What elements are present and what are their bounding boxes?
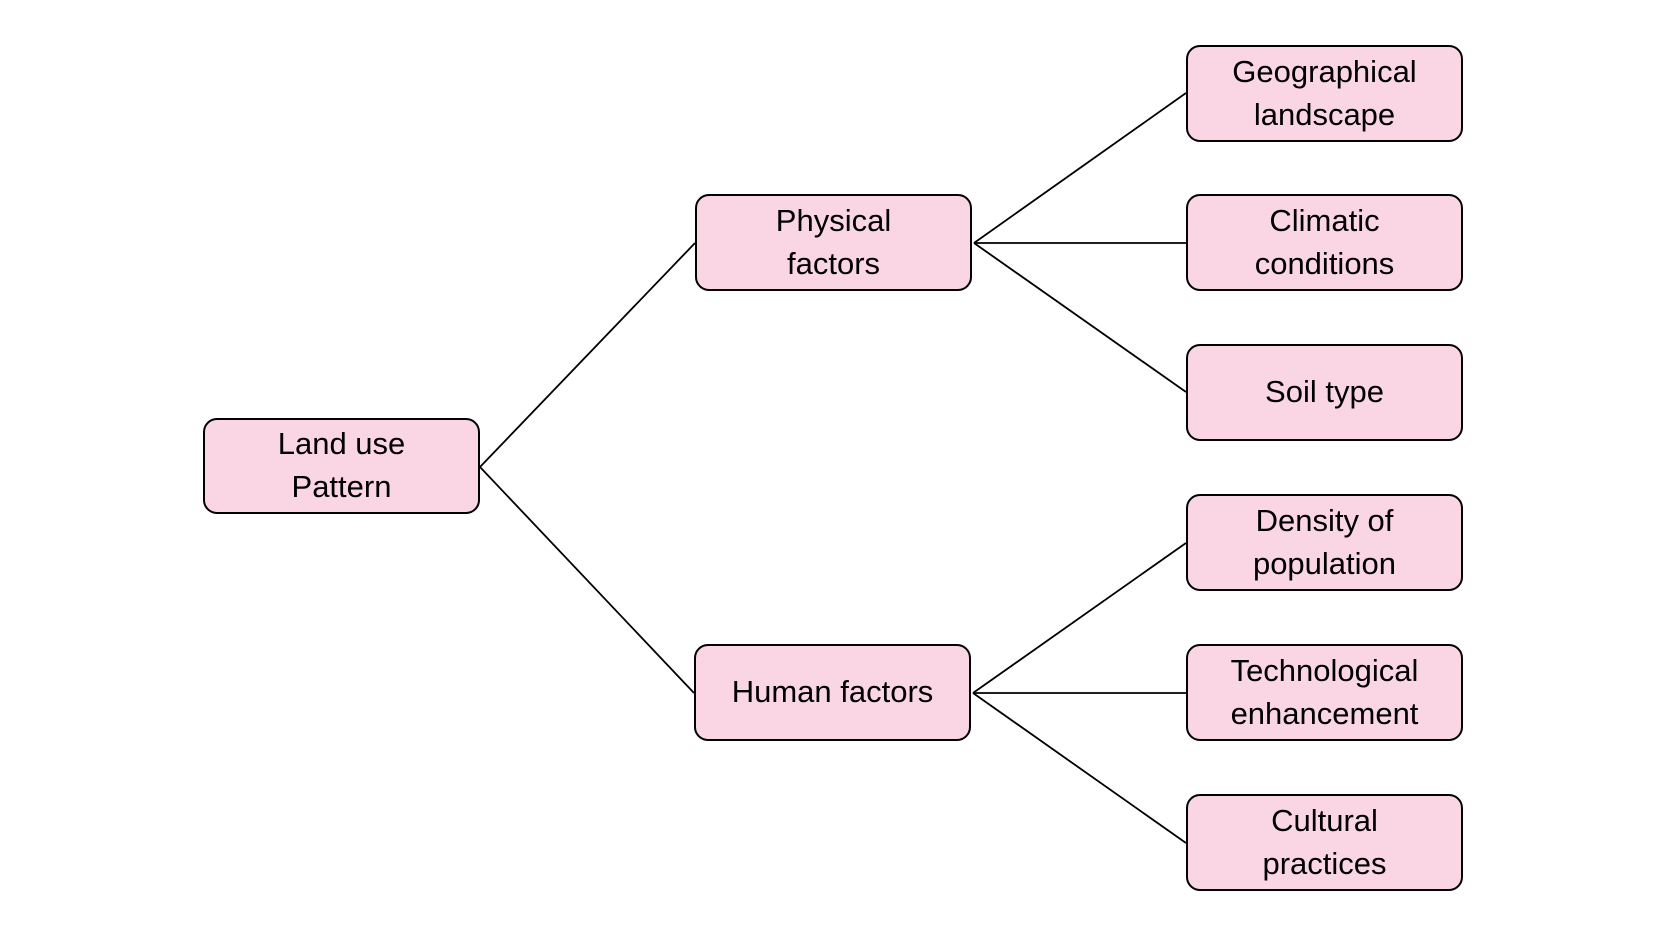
node-physical-factors: Physical factors bbox=[695, 194, 972, 291]
node-soil-type: Soil type bbox=[1186, 344, 1463, 441]
node-climatic-conditions: Climatic conditions bbox=[1186, 194, 1463, 291]
connector-root-human bbox=[479, 466, 695, 694]
node-label: Climatic conditions bbox=[1254, 202, 1395, 281]
connector-root-physical bbox=[479, 242, 696, 468]
node-geographical-landscape: Geographical landscape bbox=[1186, 45, 1463, 142]
connector-human-density bbox=[972, 542, 1187, 694]
node-label: Cultural practices bbox=[1262, 802, 1387, 881]
node-label: Density of population bbox=[1252, 502, 1397, 581]
connector-physical-soil bbox=[973, 242, 1187, 393]
node-label: Physical factors bbox=[775, 202, 892, 281]
node-density-of-population: Density of population bbox=[1186, 494, 1463, 591]
connector-human-cultural bbox=[972, 692, 1187, 844]
node-label: Technological enhancement bbox=[1230, 652, 1419, 731]
node-label: Geographical landscape bbox=[1232, 53, 1417, 132]
node-human-factors: Human factors bbox=[694, 644, 971, 741]
node-technological-enhancement: Technological enhancement bbox=[1186, 644, 1463, 741]
connector-physical-geographical bbox=[973, 92, 1187, 244]
node-cultural-practices: Cultural practices bbox=[1186, 794, 1463, 891]
node-label: Soil type bbox=[1265, 374, 1384, 410]
node-label: Land use Pattern bbox=[277, 426, 406, 504]
node-land-use-pattern: Land use Pattern bbox=[203, 418, 480, 514]
node-label: Human factors bbox=[731, 674, 934, 710]
